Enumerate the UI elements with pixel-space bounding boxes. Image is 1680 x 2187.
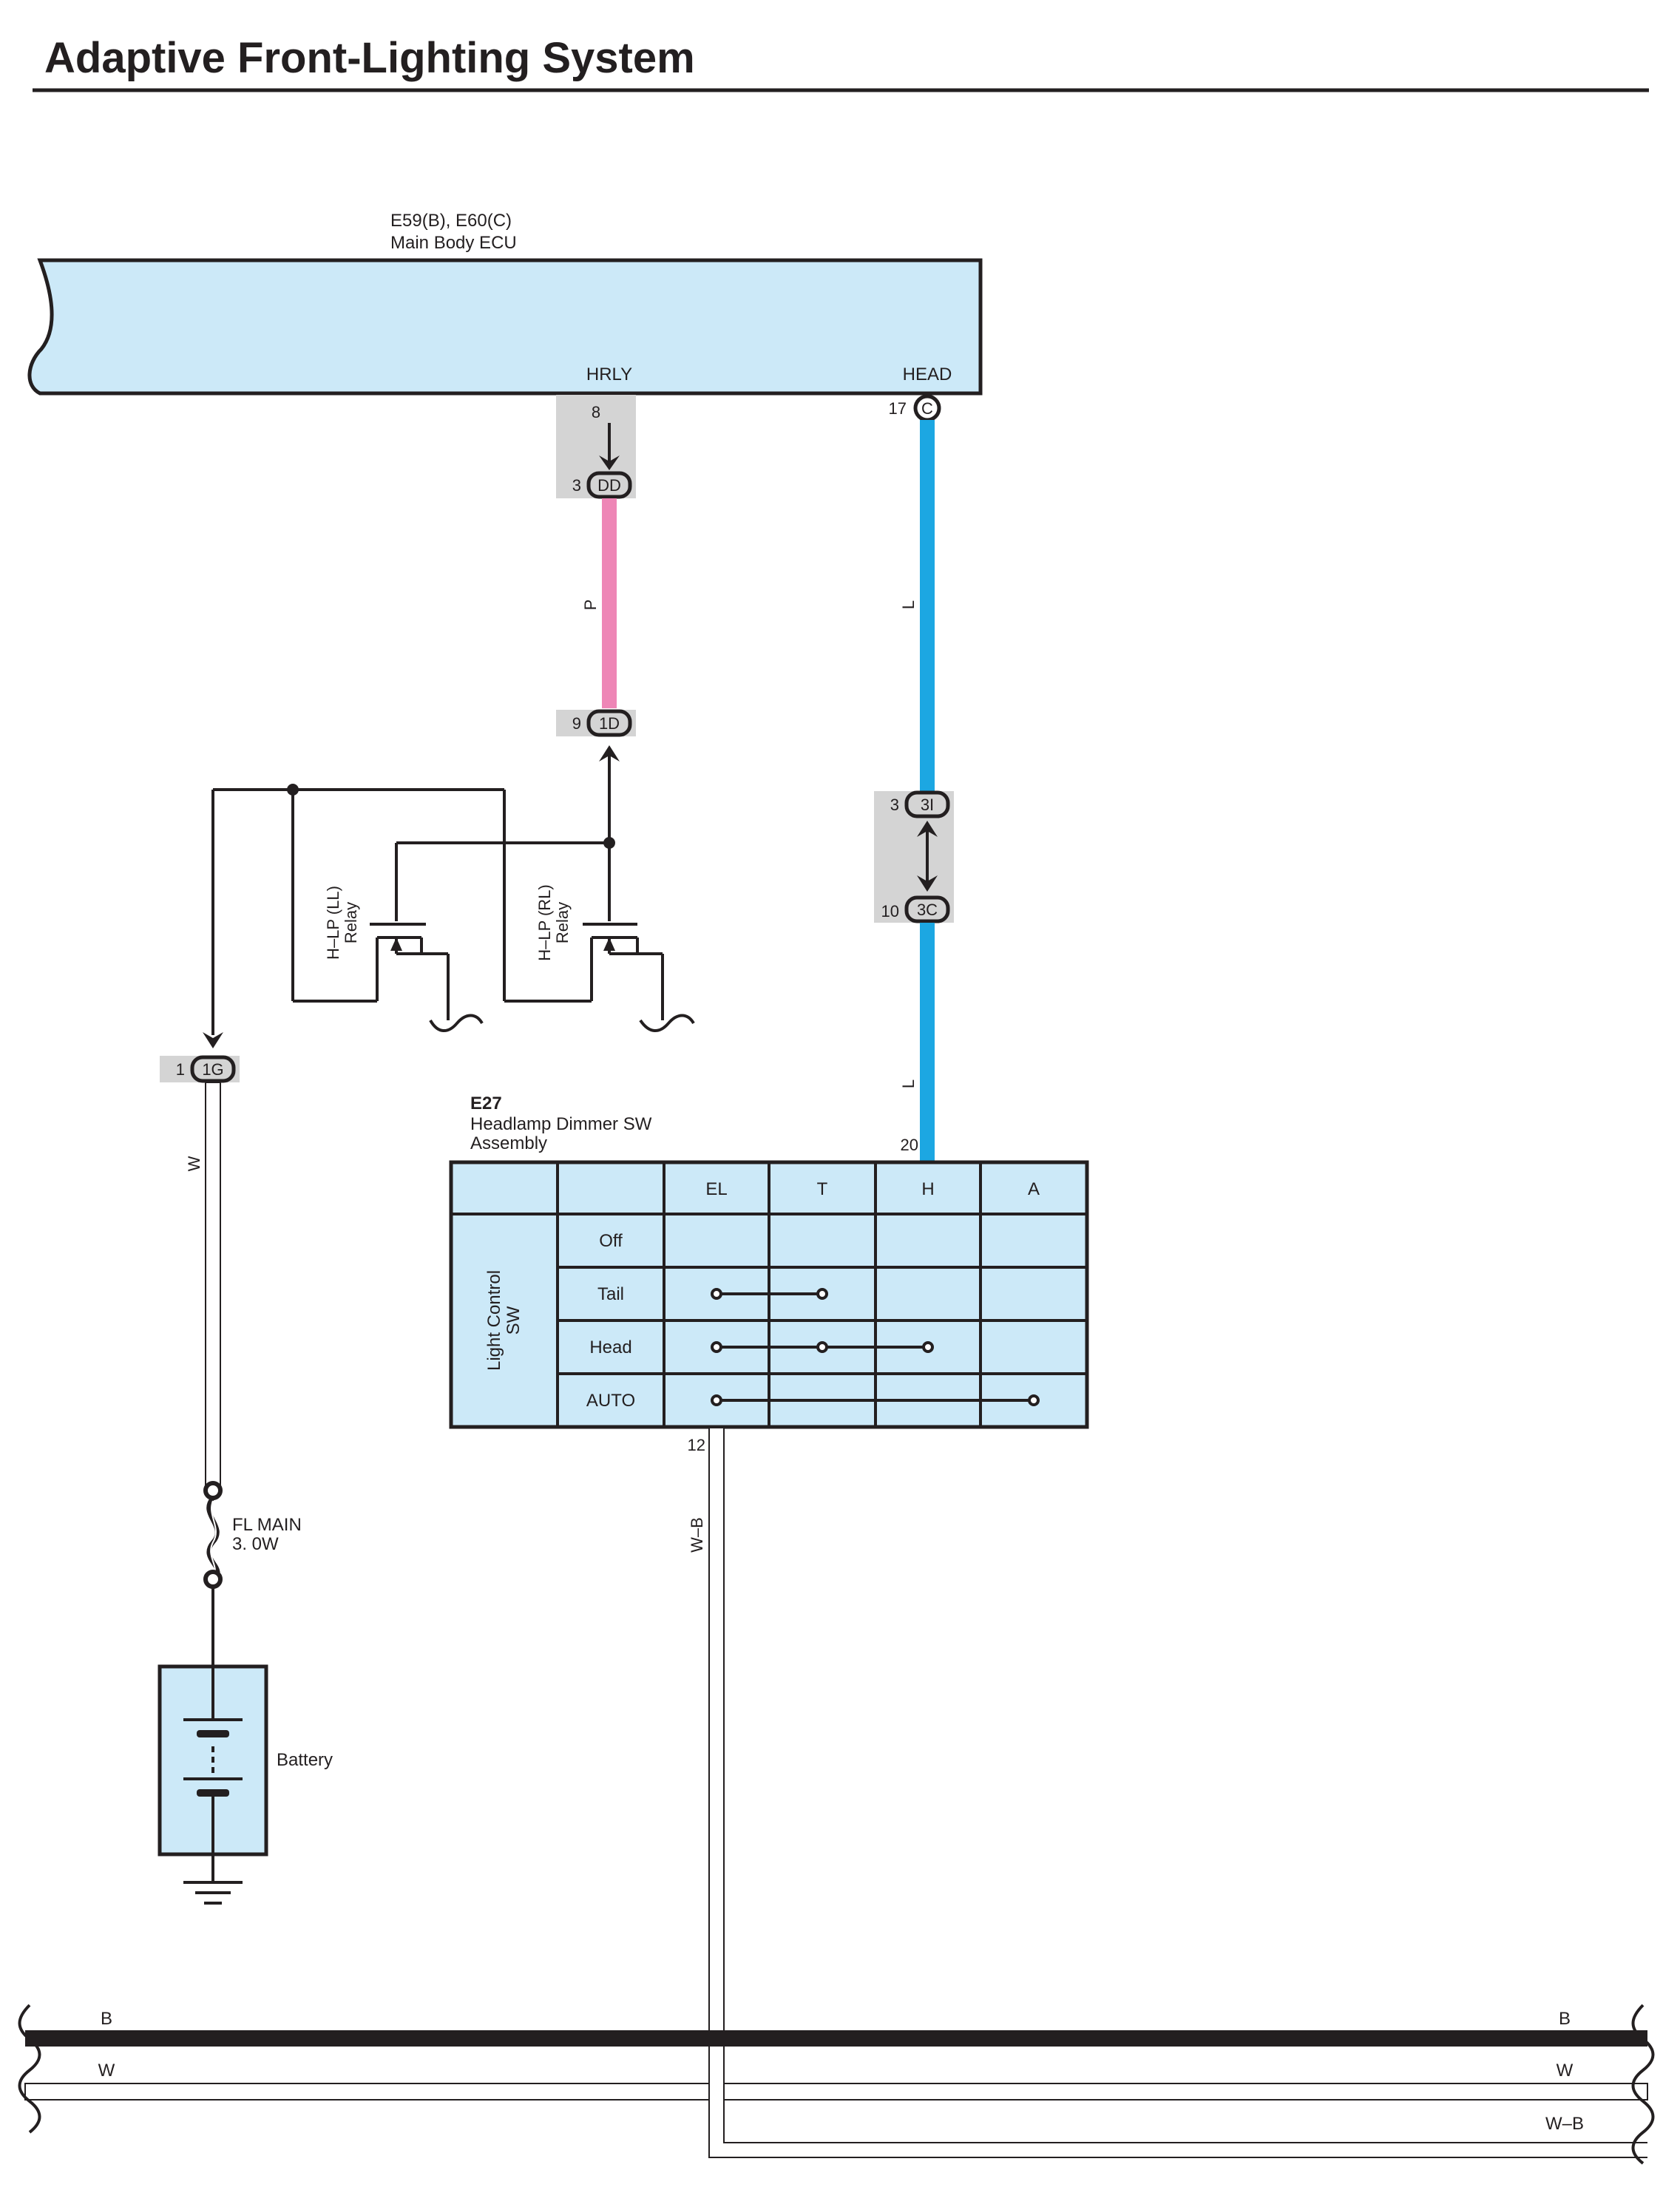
ecu-pin-head: 17 xyxy=(889,399,907,418)
arrow-down-icon xyxy=(203,1032,223,1048)
bus-w-label-right: W xyxy=(1557,2061,1574,2081)
switch-name-2: Assembly xyxy=(470,1133,547,1153)
connector-dd-pin: 3 xyxy=(572,476,581,495)
break-mark-right-icon xyxy=(1631,2004,1655,2165)
bus-wb-label-right: W–B xyxy=(1545,2114,1584,2134)
connector-1d xyxy=(586,709,632,737)
switch-col-t: T xyxy=(817,1179,828,1199)
connector-3i xyxy=(904,790,950,818)
relay-rl-switch-icon xyxy=(603,937,615,951)
ground-icon xyxy=(183,1881,243,1905)
ecu-terminal-head-label: HEAD xyxy=(903,364,952,384)
connector-dd xyxy=(586,471,632,499)
wire-p-label: P xyxy=(581,600,600,611)
wire-blue-lower xyxy=(920,923,935,1161)
connector-3i-code: 3I xyxy=(921,796,934,814)
bus-w xyxy=(24,2083,1648,2100)
relay-ll-label-2: Relay xyxy=(342,902,360,943)
fuse-icon xyxy=(206,1496,220,1583)
switch-pin-top: 20 xyxy=(901,1136,918,1154)
switch-col-a: A xyxy=(1028,1179,1040,1199)
fuse-terminal-bottom xyxy=(203,1570,223,1589)
arrow-down-icon xyxy=(917,875,938,892)
bus-b-label-left: B xyxy=(101,2009,112,2029)
switch-row-auto: AUTO xyxy=(586,1391,635,1411)
wire-pink xyxy=(602,498,617,708)
relay-rl-label-2: Relay xyxy=(553,902,572,943)
connector-c-code: C xyxy=(921,399,933,418)
wire-w xyxy=(205,1082,221,1485)
relay-ll-switch-icon xyxy=(390,937,402,951)
relay-rl-label-1: H–LP (RL) xyxy=(535,884,554,961)
wire-l-upper-label: L xyxy=(899,600,918,609)
switch-code: E27 xyxy=(470,1094,502,1113)
switch-col-el: EL xyxy=(705,1179,727,1199)
bus-w-label-left: W xyxy=(98,2061,115,2081)
fuse-name: FL MAIN xyxy=(232,1515,302,1535)
connector-1g-pin: 1 xyxy=(176,1060,185,1079)
ecu-code: E59(B), E60(C) xyxy=(390,211,512,231)
fuse-rating: 3. 0W xyxy=(232,1534,279,1554)
connector-3c xyxy=(904,895,950,923)
connector-1g xyxy=(190,1055,236,1083)
switch-col-h: H xyxy=(921,1179,934,1199)
fuse-terminal-top xyxy=(203,1481,223,1500)
relay-ll xyxy=(370,923,484,1032)
bus-b xyxy=(25,2030,1647,2047)
relay-rl xyxy=(583,923,695,1032)
wire-w-label: W xyxy=(185,1156,203,1171)
battery-plate xyxy=(197,1730,229,1737)
ecu-name: Main Body ECU xyxy=(390,233,517,253)
switch-contacts xyxy=(711,1288,1040,1406)
wire-wb-core xyxy=(710,1428,1647,2157)
connector-3c-pin: 10 xyxy=(881,902,899,920)
battery-plate xyxy=(197,1789,229,1797)
switch-pin-bottom: 12 xyxy=(688,1436,705,1454)
relay-wiring xyxy=(211,788,609,1035)
switch-group-label-2: SW xyxy=(504,1306,524,1335)
wire-blue-upper xyxy=(920,420,935,791)
ecu-pin-hrly: 8 xyxy=(592,403,600,421)
switch-name-1: Headlamp Dimmer SW xyxy=(470,1114,652,1134)
wire-wb-label: W–B xyxy=(688,1517,706,1553)
fuse-icon-inner xyxy=(210,1500,217,1579)
switch-group-label-1: Light Control xyxy=(484,1270,504,1371)
connector-dd-code: DD xyxy=(597,476,621,495)
junction-dot xyxy=(603,837,615,849)
connector-1d-code: 1D xyxy=(599,714,620,733)
connector-1d-pin: 9 xyxy=(572,714,581,733)
connector-3c-code: 3C xyxy=(917,901,938,919)
relay-ll-label-1: H–LP (LL) xyxy=(324,886,342,960)
ecu-terminal-hrly-label: HRLY xyxy=(586,364,632,384)
break-mark-left-icon xyxy=(18,2004,41,2134)
switch-row-tail: Tail xyxy=(597,1284,624,1304)
junction-dot xyxy=(287,784,299,796)
connector-3i-pin: 3 xyxy=(890,796,899,814)
switch-row-head: Head xyxy=(589,1337,631,1357)
page-title: Adaptive Front-Lighting System xyxy=(44,34,695,82)
arrow-down-icon xyxy=(599,455,620,470)
connector-1g-code: 1G xyxy=(202,1060,223,1079)
bus-b-label-right: B xyxy=(1559,2009,1571,2029)
main-body-ecu xyxy=(27,258,983,396)
battery-label: Battery xyxy=(277,1750,333,1770)
wire-l-lower-label: L xyxy=(899,1079,918,1088)
switch-row-off: Off xyxy=(599,1231,623,1251)
